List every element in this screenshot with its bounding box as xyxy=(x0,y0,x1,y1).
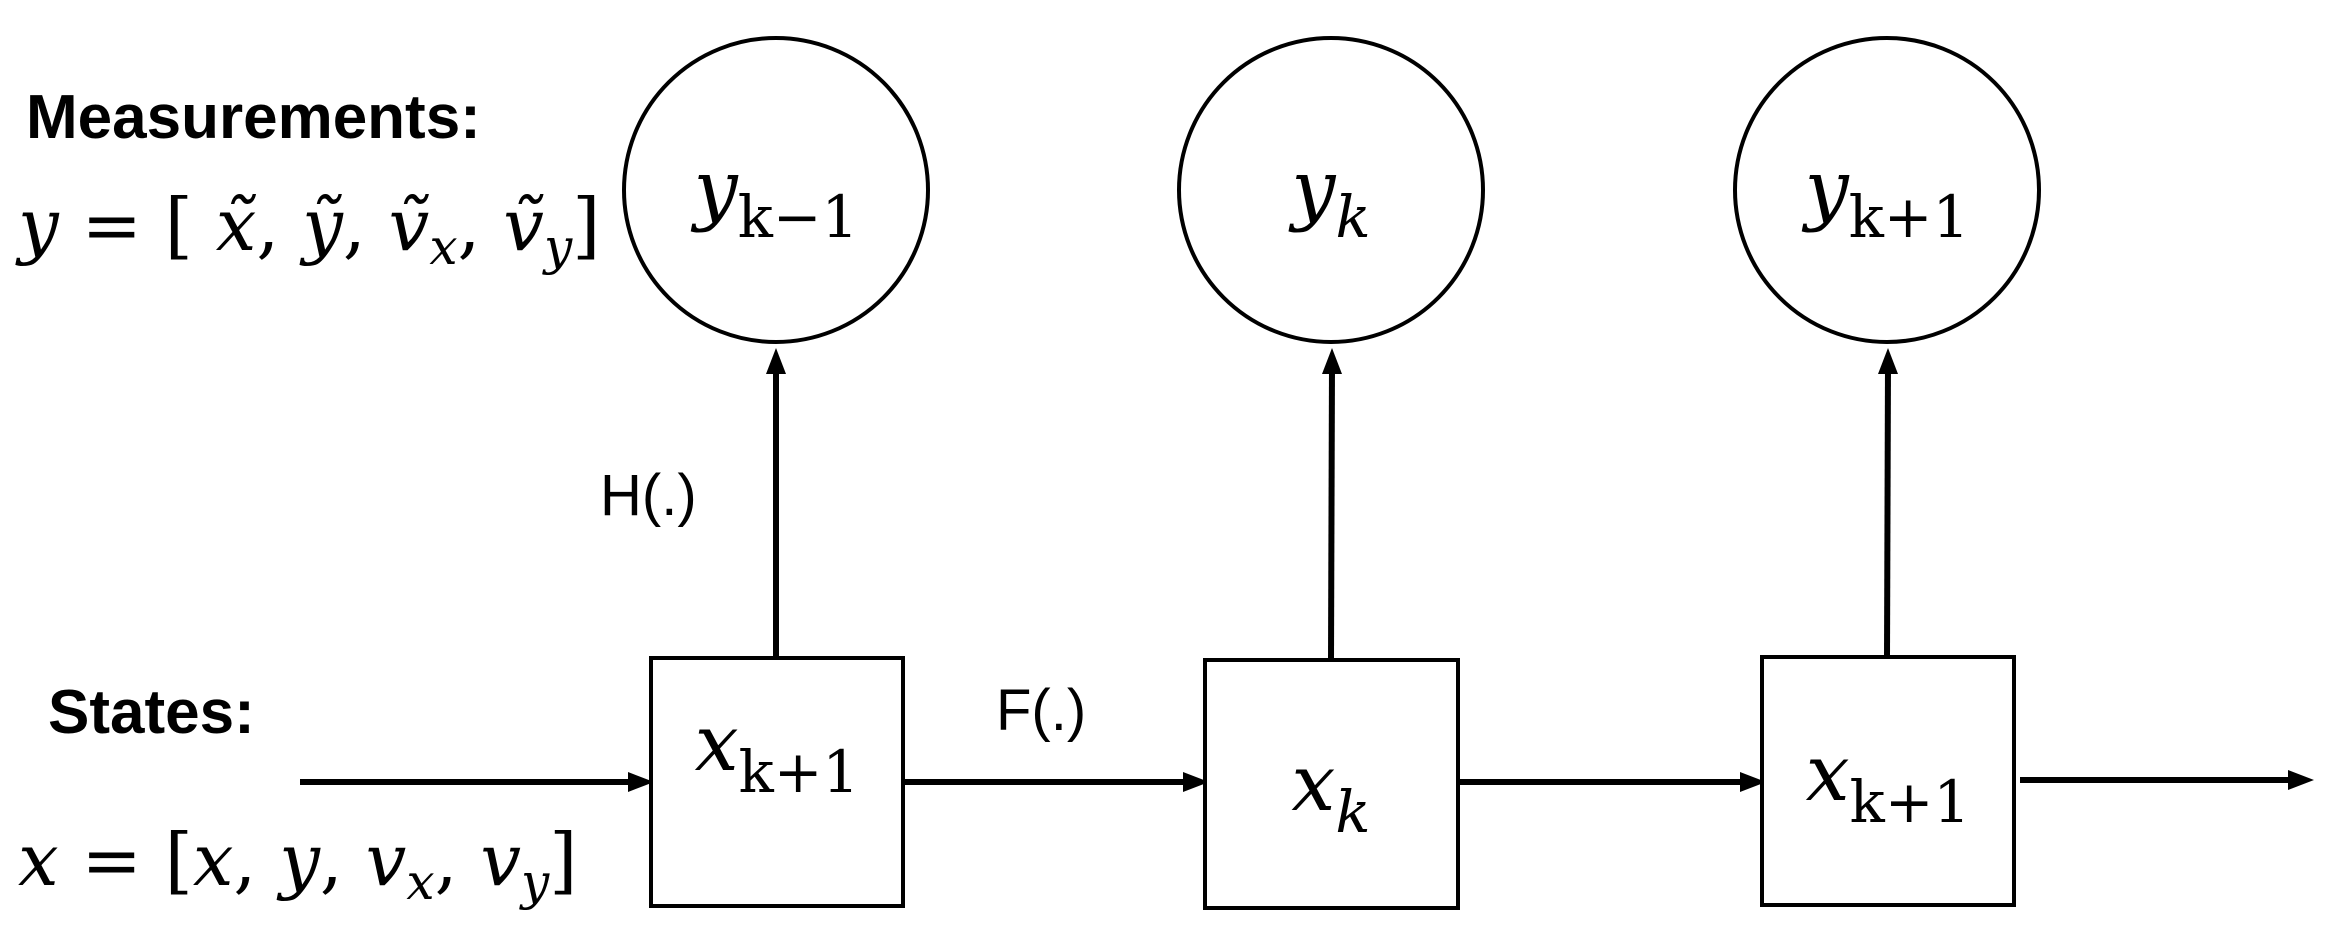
state-node-label: xk+1 xyxy=(1806,729,1971,836)
arrowhead-input-to-state-1 xyxy=(628,772,654,792)
measurement-node-label: yk xyxy=(1288,144,1370,251)
states-equation: x = [x, y, vx, vy] xyxy=(18,818,577,911)
transition-function-label: F(.) xyxy=(996,678,1086,743)
arrowhead-state-2-to-state-3 xyxy=(1740,772,1766,792)
arrowhead-state-2-to-measurement-2 xyxy=(1322,348,1342,374)
state-node-box xyxy=(1203,658,1460,910)
state-node: xk+1 xyxy=(649,656,905,908)
measurement-node-circle xyxy=(1177,36,1485,344)
measurement-node-circle xyxy=(1733,36,2041,344)
state-node-label: xk xyxy=(1291,739,1370,846)
arrowhead-state-1-to-measurement-1 xyxy=(766,348,786,374)
state-node-label: xk+1 xyxy=(695,699,860,806)
edge-state-2-to-measurement-2 xyxy=(1328,363,1335,661)
measurement-node-label: yk−1 xyxy=(691,144,859,251)
edge-state-3-to-measurement-3 xyxy=(1884,363,1891,658)
arrowhead-state-3-to-measurement-3 xyxy=(1878,348,1898,374)
state-node: xk xyxy=(1203,658,1460,910)
states-heading: States: xyxy=(48,678,255,747)
measurement-node: yk+1 xyxy=(1733,36,2041,344)
state-node-box xyxy=(649,656,905,908)
measurement-node-label: yk+1 xyxy=(1802,144,1970,251)
measurement-node: yk−1 xyxy=(622,36,930,344)
observation-function-label: H(.) xyxy=(600,463,697,528)
measurements-equation: y = [ x̃, ỹ, ṽx, ṽy] xyxy=(15,183,600,276)
arrowhead-state-3-output xyxy=(2288,770,2314,790)
state-node: xk+1 xyxy=(1760,655,2016,907)
state-node-box xyxy=(1760,655,2016,907)
measurement-node-circle xyxy=(622,36,930,344)
measurement-node: yk xyxy=(1177,36,1485,344)
arrowhead-state-1-to-state-2 xyxy=(1183,772,1209,792)
measurements-heading: Measurements: xyxy=(26,83,481,152)
